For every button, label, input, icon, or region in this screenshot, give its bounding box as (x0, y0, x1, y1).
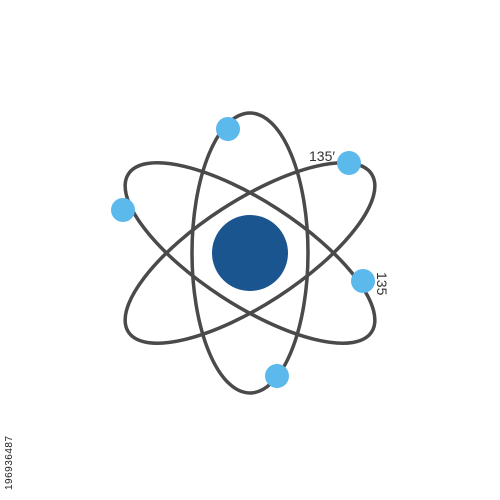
electron-upper-right (337, 151, 361, 175)
electron-bottom (265, 364, 289, 388)
orbit-vertical (190, 111, 310, 395)
angle-label-top: 135′ (309, 148, 335, 164)
electron-right (351, 269, 375, 293)
angle-label-right: 135 (374, 272, 390, 296)
nucleus (212, 215, 288, 291)
electron-left (111, 198, 135, 222)
orbit-diagonal-falling (123, 161, 377, 345)
stock-id-text: 196936487 (4, 435, 15, 490)
electron-top (216, 117, 240, 141)
orbit-diagonal-rising (123, 161, 377, 345)
